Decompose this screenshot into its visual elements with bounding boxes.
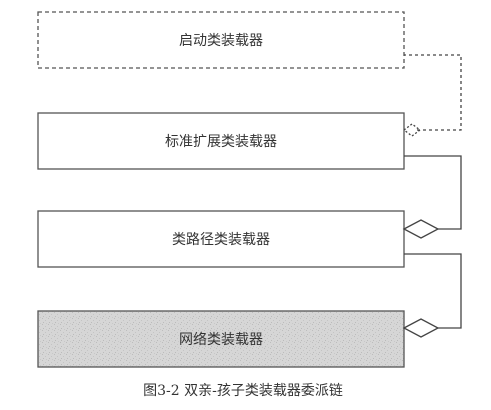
connector-network-to-classpath <box>402 253 462 338</box>
extension-loader-label: 标准扩展类装载器 <box>165 134 277 150</box>
figure-caption: 图3-2 双亲-孩子类装载器委派链 <box>143 383 343 399</box>
connector-classpath-to-extension <box>402 155 462 239</box>
classpath-loader-box: 类路径类装载器 <box>37 210 405 268</box>
connector-extension-to-bootstrap <box>402 54 462 137</box>
network-loader-box: 网络类装载器 <box>37 310 405 368</box>
classpath-loader-label: 类路径类装载器 <box>172 232 270 248</box>
extension-loader-box: 标准扩展类装载器 <box>37 112 405 170</box>
network-loader-label: 网络类装载器 <box>179 332 263 348</box>
bootstrap-loader-box: 启动类装载器 <box>37 11 405 69</box>
bootstrap-loader-label: 启动类装载器 <box>179 33 263 49</box>
